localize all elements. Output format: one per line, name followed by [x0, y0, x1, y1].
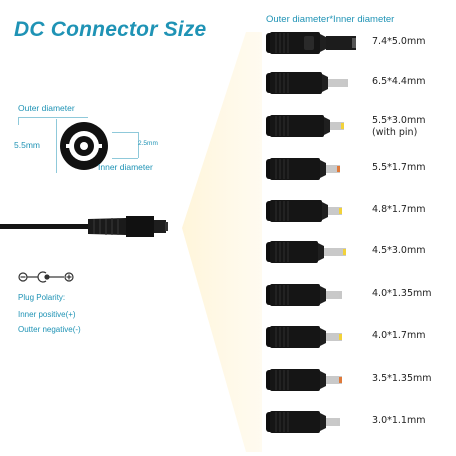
connector-plug-image: [266, 284, 342, 306]
connector-size-label: 4.0*1.35mm: [372, 288, 432, 299]
dc-cable-plug: [0, 216, 168, 237]
connector-plug-image: [266, 326, 342, 348]
outer-dim-tick: [18, 117, 19, 125]
inner-dim-top: [112, 132, 138, 133]
inner-diameter-value: 2.5mm: [138, 140, 158, 147]
outer-dim-left: [56, 119, 57, 173]
connector-size-label: 4.8*1.7mm: [372, 204, 426, 215]
polarity-title: Plug Polarity:: [18, 293, 66, 302]
connector-cross-section: [60, 122, 108, 170]
outer-diameter-label: Outer diameter: [18, 103, 75, 113]
connector-size-label: 6.5*4.4mm: [372, 76, 426, 87]
connector-plug-image: [266, 72, 348, 94]
connector-plug-image: [266, 369, 342, 391]
polarity-outer: Outter negative(-): [18, 325, 81, 334]
connector-size-label: 4.0*1.7mm: [372, 330, 426, 341]
connector-plug-image: [266, 32, 356, 54]
connector-row: 5.5*3.0mm(with pin): [264, 111, 456, 145]
column-header: Outer diameter*Inner diameter: [266, 14, 395, 25]
outer-diameter-value: 5.5mm: [14, 140, 40, 150]
connector-size-label: 3.5*1.35mm: [372, 373, 432, 384]
connector-size-label: 5.5*1.7mm: [372, 162, 426, 173]
connector-size-label: 5.5*3.0mm: [372, 115, 426, 126]
connector-row: 4.8*1.7mm: [264, 196, 456, 230]
connector-row: 3.0*1.1mm: [264, 407, 456, 441]
connector-plug-image: [266, 158, 340, 180]
inner-diameter-label: Inner diameter: [98, 162, 153, 172]
connector-row: 7.4*5.0mm: [264, 28, 456, 62]
connector-note-label: (with pin): [372, 127, 418, 138]
connector-row: 6.5*4.4mm: [264, 68, 456, 102]
connector-size-label: 3.0*1.1mm: [372, 415, 426, 426]
inner-dim-vertical: [138, 132, 139, 158]
connector-row: 5.5*1.7mm: [264, 154, 456, 188]
connector-row: 4.0*1.7mm: [264, 322, 456, 356]
page-title: DC Connector Size: [14, 18, 207, 41]
connector-plug-image: [266, 200, 342, 222]
connector-plug-image: [266, 411, 340, 433]
polarity-inner: Inner positive(+): [18, 310, 76, 319]
connector-plug-image: [266, 115, 344, 137]
connector-row: 4.5*3.0mm: [264, 237, 456, 271]
connector-plug-image: [266, 241, 346, 263]
outer-dim-line-top: [18, 117, 88, 118]
inner-dim-bottom: [112, 158, 138, 159]
connector-row: 4.0*1.35mm: [264, 280, 456, 314]
polarity-symbol: [18, 271, 74, 283]
connector-size-label: 7.4*5.0mm: [372, 36, 426, 47]
connector-size-label: 4.5*3.0mm: [372, 245, 426, 256]
connector-row: 3.5*1.35mm: [264, 365, 456, 399]
